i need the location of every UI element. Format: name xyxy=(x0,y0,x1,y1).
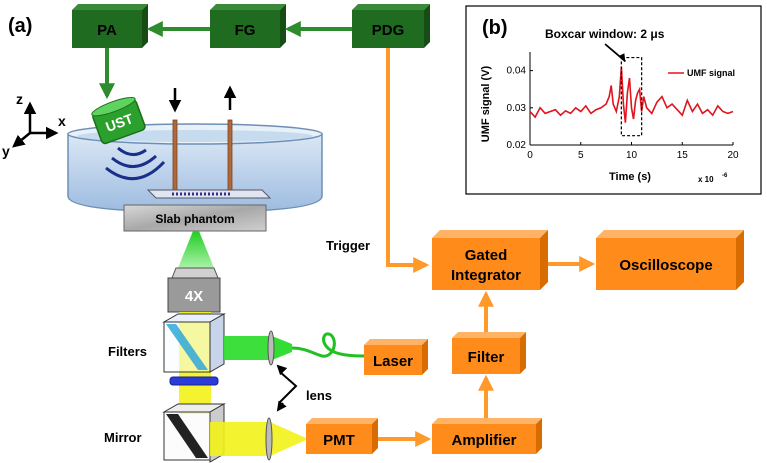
fg-box: FG xyxy=(210,4,286,48)
boxcar-window xyxy=(620,56,643,137)
inset-ylabel: UMF signal (V) xyxy=(480,65,492,142)
ultrasound-waves xyxy=(105,146,166,181)
inset-x-exponent: x 10 xyxy=(698,175,714,184)
series-line-umf-signal xyxy=(529,66,734,123)
sample-slab xyxy=(146,189,272,199)
x-tick-label: 15 xyxy=(677,150,689,161)
umf-signal-chart: 0 5 10 15 20 0.02 0.03 0.04 xyxy=(507,43,739,161)
objective-label: 4X xyxy=(185,288,203,305)
yellow-beam-focus xyxy=(270,422,306,456)
laser-box: Laser xyxy=(364,339,428,375)
y-tick-label: 0.02 xyxy=(507,140,527,151)
inset-x-exponent-power: -6 xyxy=(722,173,728,179)
x-tick-label: 10 xyxy=(626,150,638,161)
oscilloscope-box: Oscilloscope xyxy=(596,230,744,290)
filter-label: Filter xyxy=(468,349,505,366)
filter-box: Filter xyxy=(452,332,526,374)
pmt-lens xyxy=(265,417,273,461)
panel-a-label: (a) xyxy=(8,15,32,37)
trigger-label: Trigger xyxy=(326,238,370,253)
laser-beam-focus xyxy=(272,336,292,360)
laser-label: Laser xyxy=(373,353,413,370)
amplifier-box: Amplifier xyxy=(432,418,542,454)
slab-phantom-label: Slab phantom xyxy=(155,212,234,226)
x-tick-label: 20 xyxy=(727,150,739,161)
pdg-box: PDG xyxy=(352,4,430,48)
oscilloscope-label: Oscilloscope xyxy=(619,257,712,274)
pa-label: PA xyxy=(97,22,117,39)
pmt-label: PMT xyxy=(323,432,355,449)
gated-integrator-label-1: Gated xyxy=(465,247,508,264)
axis-x-label: x xyxy=(58,113,66,129)
boxcar-annotation: Boxcar window: 2 μs xyxy=(545,27,665,41)
laser-lens xyxy=(267,330,275,366)
slab-phantom: Slab phantom xyxy=(123,204,267,232)
amplifier-label: Amplifier xyxy=(451,432,516,449)
gated-integrator-label-2: Integrator xyxy=(451,267,521,284)
trigger-line xyxy=(386,48,430,273)
inset-xlabel: Time (s) xyxy=(609,171,651,183)
x-tick-label: 0 xyxy=(527,150,533,161)
lens-pointer xyxy=(279,371,298,403)
mirror-label: Mirror xyxy=(104,430,142,445)
pmt-box: PMT xyxy=(306,418,378,454)
inset-panel-b: (b) Boxcar window: 2 μs 0 5 10 15 20 0.02 0.03… xyxy=(465,5,762,195)
fg-label: FG xyxy=(235,22,256,39)
optical-fiber xyxy=(291,332,365,358)
lens-label: lens xyxy=(306,388,332,403)
legend-label: UMF signal xyxy=(687,68,735,78)
emission-filter xyxy=(169,376,219,386)
ust-transducer: UST xyxy=(91,96,146,145)
annotation-arrowhead xyxy=(618,53,626,63)
laser-beam xyxy=(224,336,270,360)
filters-label: Filters xyxy=(108,344,147,359)
x-tick-label: 5 xyxy=(578,150,584,161)
objective-4x: 4X xyxy=(167,267,221,313)
pdg-label: PDG xyxy=(372,22,405,39)
gated-integrator-box: Gated Integrator xyxy=(432,230,548,290)
yellow-beam-horizontal xyxy=(210,422,268,456)
axis-z-label: z xyxy=(16,91,23,107)
filter-cube xyxy=(162,313,226,373)
axis-y-label: y xyxy=(2,143,10,159)
excitation-cone xyxy=(178,231,214,268)
coordinate-axes: z x y xyxy=(2,91,66,159)
panel-b-label: (b) xyxy=(482,17,508,39)
y-tick-label: 0.04 xyxy=(507,66,527,77)
pa-box: PA xyxy=(72,4,148,48)
y-tick-label: 0.03 xyxy=(507,103,527,114)
